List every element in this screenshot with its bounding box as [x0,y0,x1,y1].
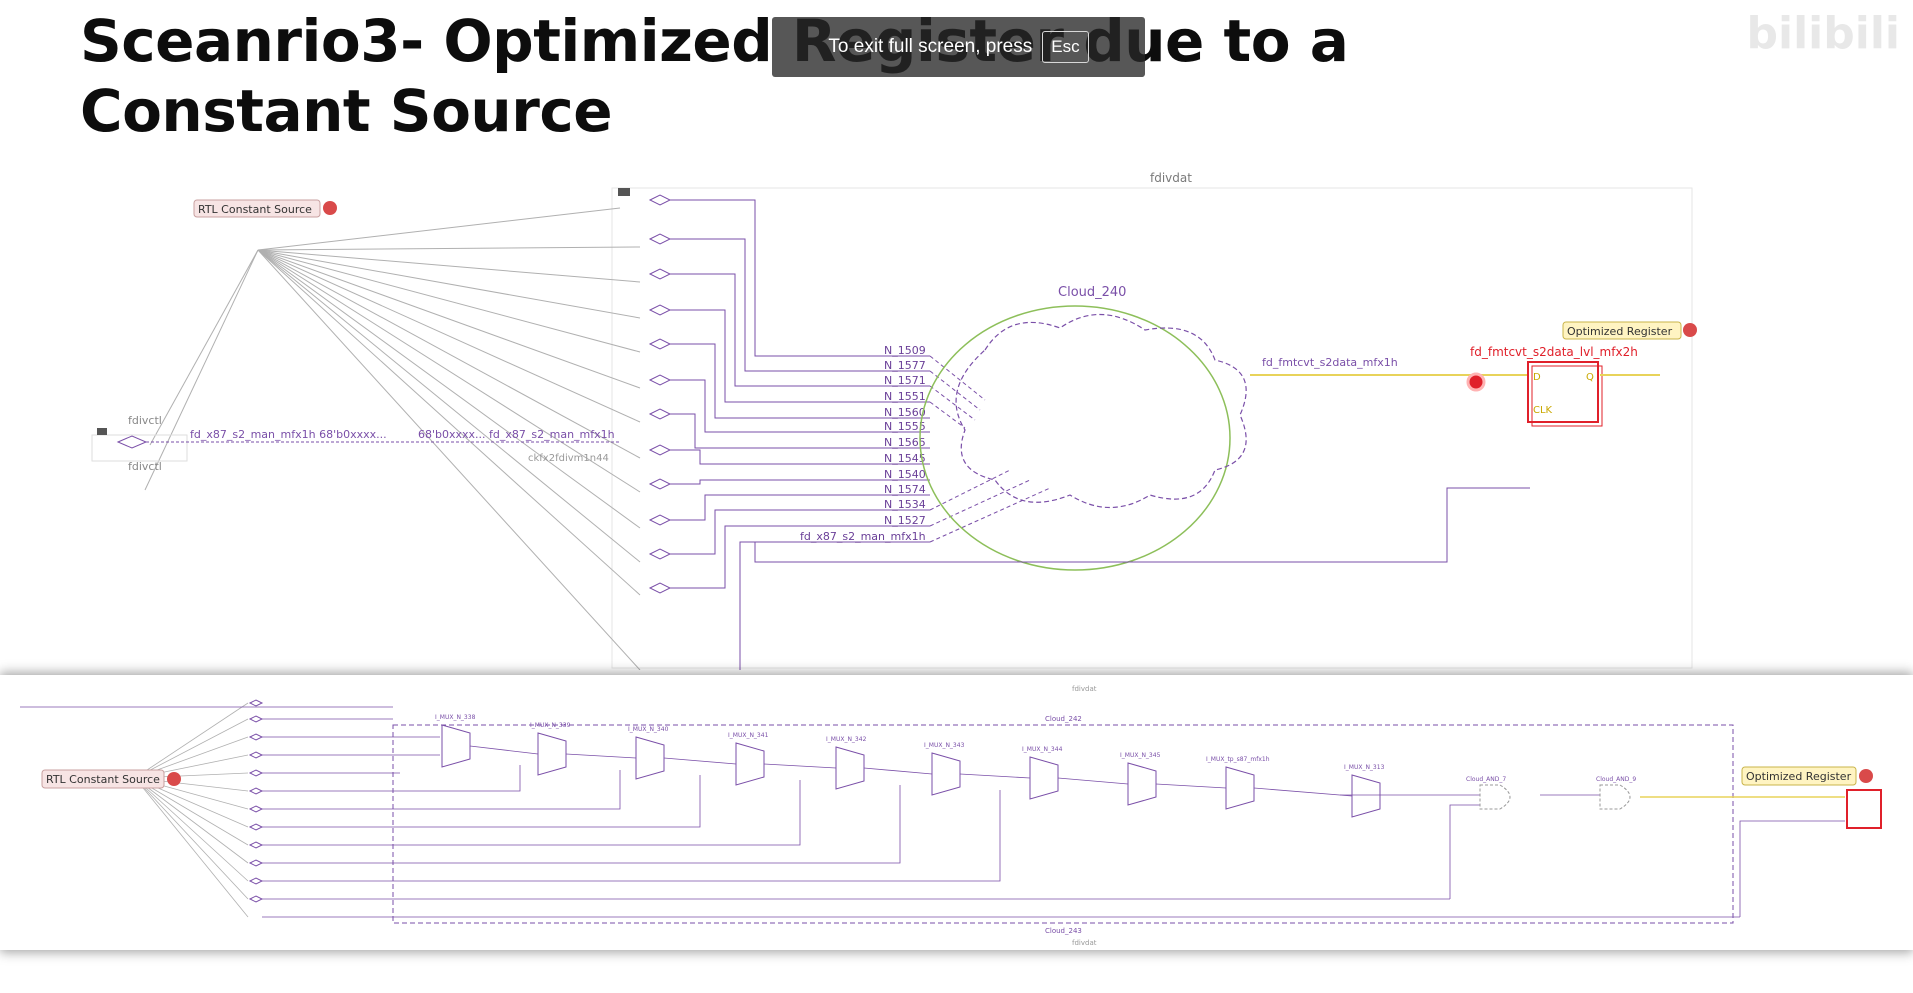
bottom-wires [20,706,1740,918]
svg-text:N_1555: N_1555 [884,420,926,433]
mux-interconnect [469,745,1353,797]
top-schematic-view[interactable]: fdivdat RTL Constant Source fdivctl fdiv… [0,170,1913,670]
register-instance-label: fd_fmtcvt_s2data_lvl_mfx2h [1470,345,1638,359]
and-clouds: Cloud_AND_7 Cloud_AND_9 [1466,776,1636,810]
fdivdat-frame [611,187,1693,669]
bottom-schematic-view[interactable]: fdivdat fdivdat Cloud_242 Cloud_243 RTL … [0,675,1913,950]
net-wires [670,199,930,670]
svg-text:RTL Constant Source: RTL Constant Source [46,773,160,786]
bilibili-watermark: bilibili [1746,8,1900,59]
cloud-label: Cloud_240 [1058,285,1126,300]
register-box[interactable] [1527,361,1599,423]
cloud-243-label: Cloud_243 [1045,927,1082,935]
svg-text:N_1527: N_1527 [884,514,926,527]
bottom-clk-wire [1739,820,1845,917]
clk-wire [754,487,1530,563]
close-icon[interactable] [323,201,337,215]
register-box-shadow [1531,365,1603,427]
svg-text:Cloud_AND_7: Cloud_AND_7 [1466,776,1506,783]
cloud-boundary [919,305,1231,571]
cloud-242-label: Cloud_242 [1045,715,1082,723]
rtl-constant-source-top[interactable]: RTL Constant Source [193,199,337,218]
frame-label: fdivdat [1150,171,1192,185]
svg-text:N_1571: N_1571 [884,374,926,387]
port-label-top: fdivctl [128,414,162,427]
svg-text:Optimized Register: Optimized Register [1746,770,1852,783]
constant-diamonds [648,194,672,594]
svg-text:N_1551: N_1551 [884,390,926,403]
cloud-dashed-inputs [929,355,1051,543]
bottom-diamonds [248,699,264,903]
input-net-label: fd_x87_s2_man_mfx1h 68'b0xxxx... [190,428,387,441]
bottom-frame-label-top: fdivdat [1072,685,1097,693]
esc-key-badge: Esc [1042,31,1089,63]
svg-text:N_1577: N_1577 [884,359,926,372]
svg-text:I_MUX_tp_s87_mfx1h: I_MUX_tp_s87_mfx1h [1206,756,1270,763]
svg-text:N_1545: N_1545 [884,452,926,465]
svg-text:I_MUX_N_344: I_MUX_N_344 [1022,746,1063,753]
port-label-bottom: fdivctl [128,460,162,473]
input-port-diamond [116,435,148,449]
cloud-output-label: fd_fmtcvt_s2data_mfx1h [1262,356,1398,369]
svg-text:fd_x87_s2_man_mfx1h: fd_x87_s2_man_mfx1h [800,530,926,543]
svg-text:I_MUX_N_340: I_MUX_N_340 [628,726,669,733]
svg-text:I_MUX_N_341: I_MUX_N_341 [728,732,769,739]
cursor-pointer-marker [1466,372,1486,392]
svg-text:N_1509: N_1509 [884,344,926,357]
top-schematic-svg: fdivdat RTL Constant Source fdivctl fdiv… [91,171,1697,670]
svg-text:I_MUX_N_313: I_MUX_N_313 [1344,764,1385,771]
svg-text:I_MUX_N_342: I_MUX_N_342 [826,736,867,743]
svg-text:Optimized Register: Optimized Register [1567,325,1673,338]
svg-text:Cloud_AND_9: Cloud_AND_9 [1596,776,1636,783]
net-labels: N_1509 N_1577 N_1571 N_1551 N_1560 N_155… [800,344,926,543]
port-icon [97,428,107,435]
rtl-constant-source-bottom[interactable]: RTL Constant Source [41,769,181,789]
constant-fanout [144,207,641,670]
svg-text:I_MUX_N_343: I_MUX_N_343 [924,742,965,749]
cloud-242-frame [392,724,1734,924]
bottom-register-box[interactable] [1846,789,1882,829]
mux-labels: I_MUX_N_338 I_MUX_N_339 I_MUX_N_340 I_MU… [435,714,1385,771]
svg-text:N_1560: N_1560 [884,406,926,419]
toast-message: To exit full screen, press [828,36,1033,57]
close-icon[interactable] [1683,323,1697,337]
svg-text:I_MUX_N_345: I_MUX_N_345 [1120,752,1161,759]
mux-chain [441,724,1381,818]
svg-text:N_1574: N_1574 [884,483,926,496]
pin-q: Q [1586,372,1594,383]
pin-clk: CLK [1533,405,1553,416]
svg-text:N_1534: N_1534 [884,498,926,511]
optimized-register-bottom[interactable]: Optimized Register [1741,766,1873,786]
fullscreen-exit-toast: To exit full screen, press Esc [772,17,1145,77]
bottom-frame-label-bottom: fdivdat [1072,939,1097,947]
cloud-shape [955,313,1247,509]
svg-text:N_1565: N_1565 [884,436,926,449]
svg-text:RTL Constant Source: RTL Constant Source [198,203,312,216]
svg-text:I_MUX_N_339: I_MUX_N_339 [530,722,571,729]
close-icon[interactable] [1859,769,1873,783]
module-icon [618,188,630,196]
close-icon[interactable] [167,772,181,786]
bus-instance-label: ckfx2fdivm1n44 [528,453,609,464]
pin-d: D [1533,372,1541,383]
bottom-schematic-svg: fdivdat fdivdat Cloud_242 Cloud_243 RTL … [20,685,1882,947]
fdivctl-port-box [91,434,188,462]
svg-text:I_MUX_N_338: I_MUX_N_338 [435,714,476,721]
optimized-register-top[interactable]: Optimized Register [1562,321,1697,340]
input-net-label-2: 68'b0xxxx... fd_x87_s2_man_mfx1h [418,428,615,441]
svg-text:N_1540: N_1540 [884,468,926,481]
bottom-constant-fanout [134,702,249,918]
